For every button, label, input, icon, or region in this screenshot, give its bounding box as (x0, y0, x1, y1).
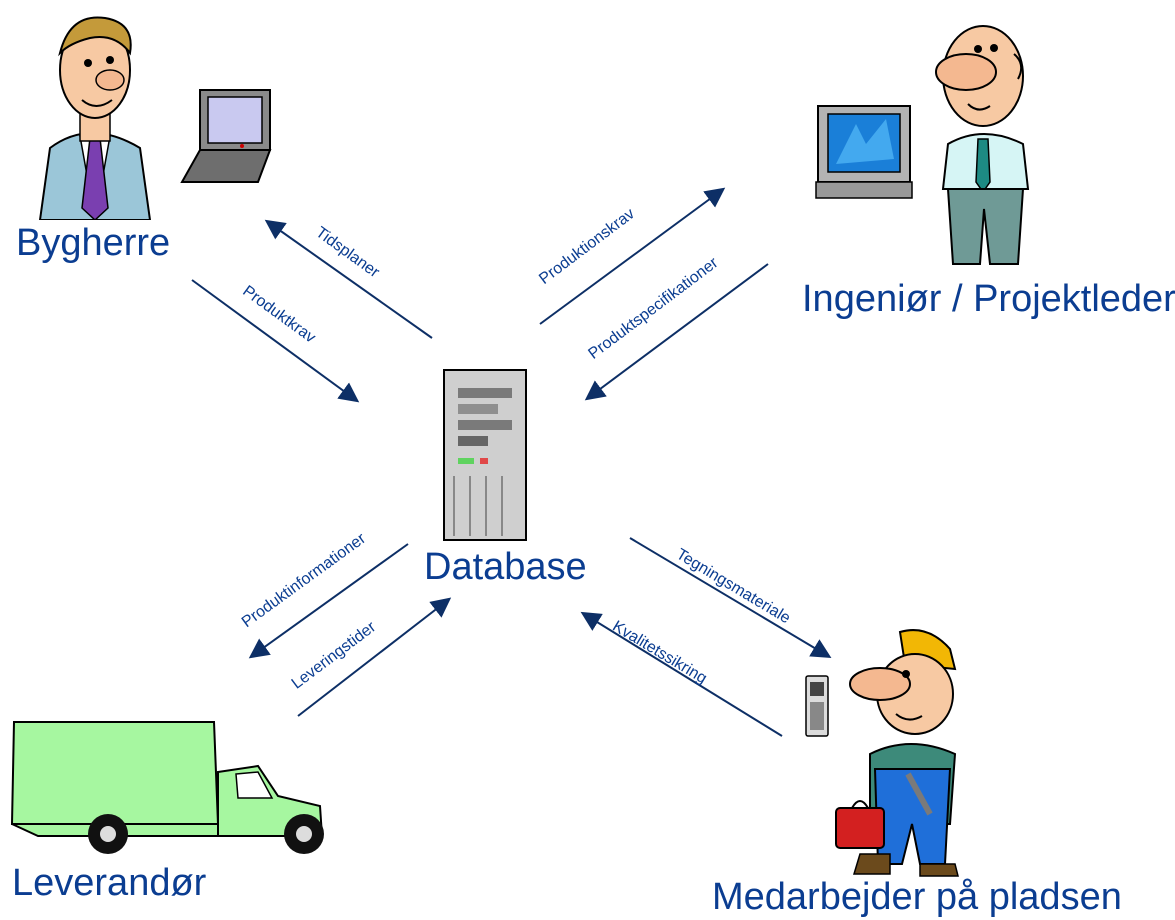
node-medarbejder: Medarbejder på pladsen (712, 876, 1122, 918)
node-leverandor: Leverandør (12, 862, 207, 904)
arrow-kvalitetssikring (580, 611, 783, 737)
server-tower-icon (443, 369, 527, 541)
arrow-produktkrav (191, 279, 360, 403)
arrow-produktionskrav (539, 187, 726, 325)
node-ingenior: Ingeniør / Projektleder (802, 278, 1175, 320)
node-database: Database (424, 546, 587, 588)
arrow-tidsplaner (264, 219, 433, 339)
arrow-leveringstider (297, 597, 452, 717)
arrow-tegningsmateriale (629, 537, 832, 659)
node-bygherre: Bygherre (16, 222, 171, 264)
truck-icon (10, 721, 324, 854)
arrow-produktinformationer (248, 543, 409, 659)
arrow-produktspecifikationer (584, 263, 769, 401)
handheld-device-icon (805, 675, 829, 737)
desktop-computer-icon (815, 105, 913, 199)
construction-worker-clipart (835, 629, 959, 877)
businessman-clipart (38, 16, 152, 220)
engineer-clipart (935, 25, 1030, 265)
laptop-icon (180, 89, 272, 183)
